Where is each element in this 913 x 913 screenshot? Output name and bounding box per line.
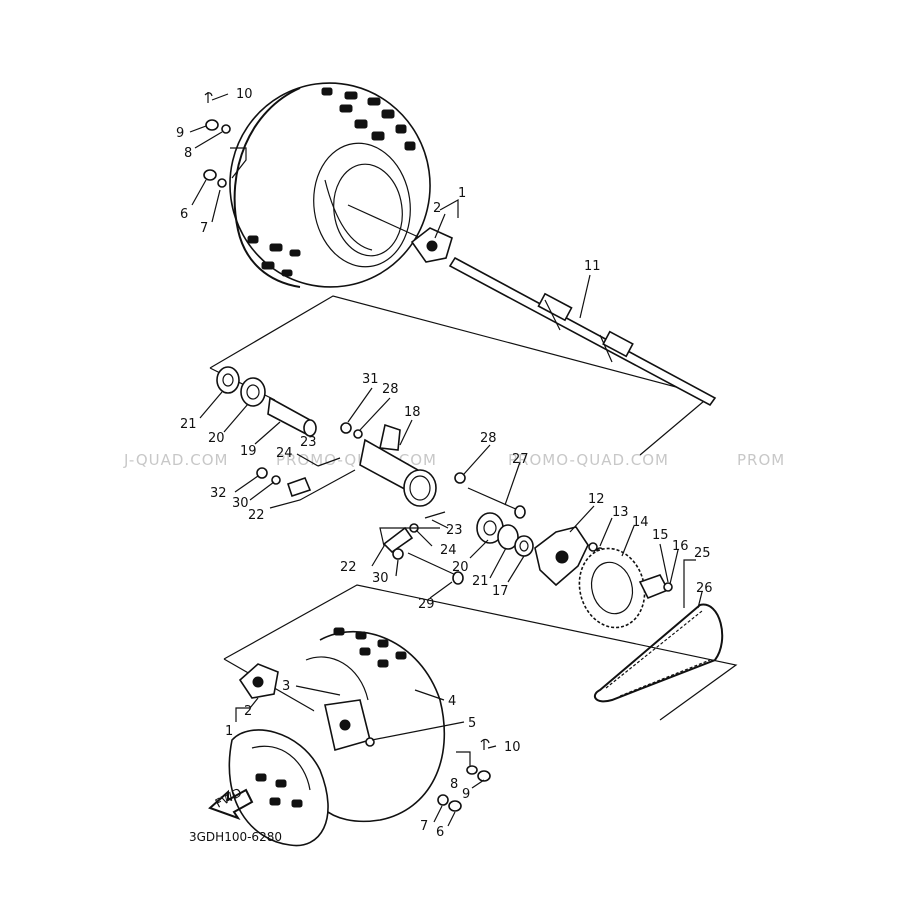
callout-32: 32 [210, 486, 227, 501]
callout-8: 8 [184, 146, 192, 161]
rear-axle-shaft [448, 256, 717, 407]
callout-2: 2 [244, 704, 252, 719]
assembly-outline-upper [209, 295, 712, 456]
callout-19: 19 [240, 444, 257, 459]
callout-14: 14 [632, 515, 649, 530]
callout-27: 27 [512, 452, 529, 467]
callout-12: 12 [588, 492, 605, 507]
callout-23: 23 [300, 435, 317, 450]
callout-1: 1 [225, 724, 233, 739]
rear-wheel-lower [228, 627, 445, 847]
callout-28: 28 [382, 382, 399, 397]
watermark-layer: J-QUAD.COM PROMO-QUAD.COM PROMO-QUAD.COM… [123, 451, 785, 469]
callout-22: 22 [248, 508, 265, 523]
callout-3: 3 [282, 679, 290, 694]
callout-16: 16 [672, 539, 689, 554]
callout-4: 4 [448, 694, 456, 709]
callout-24: 24 [440, 543, 457, 558]
callout-7: 7 [200, 221, 208, 236]
callout-18: 18 [404, 405, 421, 420]
rear-wheel-upper [229, 82, 431, 288]
callout-6: 6 [436, 825, 444, 840]
callout-7: 7 [420, 819, 428, 834]
callout-10: 10 [236, 87, 253, 102]
assembly-outline-lower [223, 584, 738, 721]
callout-28: 28 [480, 431, 497, 446]
wheel-hub-lower [238, 663, 491, 812]
drive-sprocket [578, 547, 673, 629]
watermark-text: PROMO-QUAD.COM [508, 451, 669, 469]
callout-2: 2 [433, 201, 441, 216]
wheel-hub-upper [410, 227, 453, 263]
callout-30: 30 [232, 496, 249, 511]
callout-17: 17 [492, 584, 509, 599]
callout-15: 15 [652, 528, 669, 543]
callout-6: 6 [180, 207, 188, 222]
callout-numbers: 10 9 8 6 7 1 2 11 31 28 21 20 19 23 18 2… [176, 87, 713, 840]
callout-9: 9 [462, 787, 470, 802]
callout-8: 8 [450, 777, 458, 792]
sprocket-hub [534, 526, 604, 587]
callout-22: 22 [340, 560, 357, 575]
callout-25: 25 [694, 546, 711, 561]
callout-1: 1 [458, 186, 466, 201]
bearing-housing-group [216, 366, 437, 507]
drive-chain [593, 603, 724, 703]
callout-24: 24 [276, 446, 293, 461]
callout-5: 5 [468, 716, 476, 731]
callout-20: 20 [208, 431, 225, 446]
callout-23: 23 [446, 523, 463, 538]
watermark-text: PROM [737, 451, 785, 469]
callout-31: 31 [362, 372, 379, 387]
callout-29: 29 [418, 597, 435, 612]
adjuster-blocks [256, 457, 464, 585]
watermark-text: J-QUAD.COM [123, 451, 228, 469]
callout-21: 21 [180, 417, 197, 432]
callout-21: 21 [472, 574, 489, 589]
callout-30: 30 [372, 571, 389, 586]
through-bolt-and-bearings [454, 472, 534, 557]
callout-10: 10 [504, 740, 521, 755]
callout-11: 11 [584, 259, 601, 274]
fasteners-upper-left [203, 92, 231, 188]
callout-13: 13 [612, 505, 629, 520]
callout-9: 9 [176, 126, 184, 141]
diagram-code: 3GDH100-6280 [189, 830, 282, 844]
leader-lines [189, 93, 703, 827]
callout-26: 26 [696, 581, 713, 596]
callout-20: 20 [452, 560, 469, 575]
